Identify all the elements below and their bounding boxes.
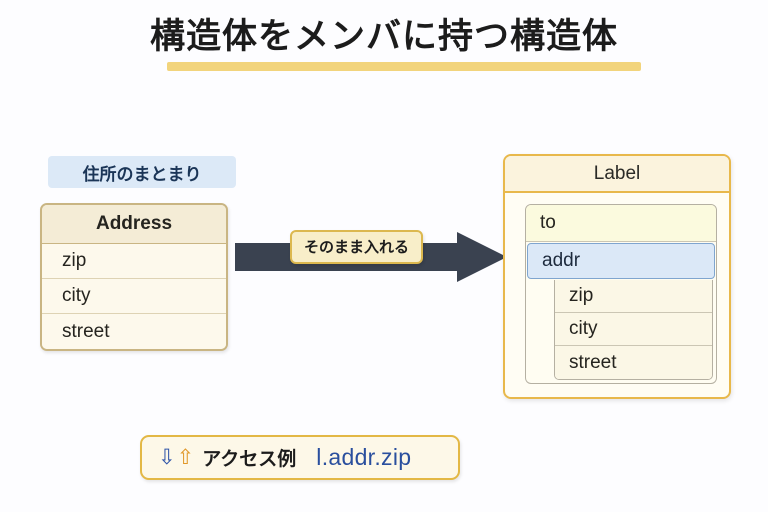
- arrow-label-text: そのまま入れる: [304, 238, 410, 256]
- label-member-addr: addr: [527, 243, 715, 279]
- access-example-label: アクセス例: [202, 448, 297, 470]
- addr-nested-zip: zip: [555, 280, 712, 313]
- page-title: 構造体をメンバに持つ構造体: [149, 17, 618, 57]
- arrow-down-icon: ⇩: [158, 446, 176, 469]
- label-struct-members: to addr zip city street: [525, 204, 717, 384]
- address-caption-label: 住所のまとまり: [82, 164, 202, 185]
- label-struct-header: Label: [505, 156, 729, 193]
- address-member-city: city: [42, 279, 226, 314]
- access-example-box: ⇩ ⇧ アクセス例 l.addr.zip: [140, 435, 460, 480]
- label-struct-box: Label to addr zip city street: [503, 154, 731, 399]
- arrow-label-badge: そのまま入れる: [290, 230, 424, 264]
- arrow-up-icon: ⇧: [176, 446, 195, 469]
- access-example-code: l.addr.zip: [316, 444, 412, 470]
- title-underline: [167, 62, 641, 71]
- label-member-to: to: [526, 205, 716, 242]
- address-member-zip: zip: [42, 244, 226, 279]
- addr-nested-members: zip city street: [554, 280, 713, 380]
- address-struct-box: Address zip city street: [40, 203, 228, 351]
- address-struct-header: Address: [42, 205, 226, 244]
- address-member-street: street: [42, 314, 226, 349]
- address-caption-badge: 住所のまとまり: [48, 156, 236, 188]
- addr-nested-street: street: [555, 346, 712, 379]
- addr-nested-city: city: [555, 313, 712, 346]
- title-block: 構造体をメンバに持つ構造体: [0, 18, 768, 57]
